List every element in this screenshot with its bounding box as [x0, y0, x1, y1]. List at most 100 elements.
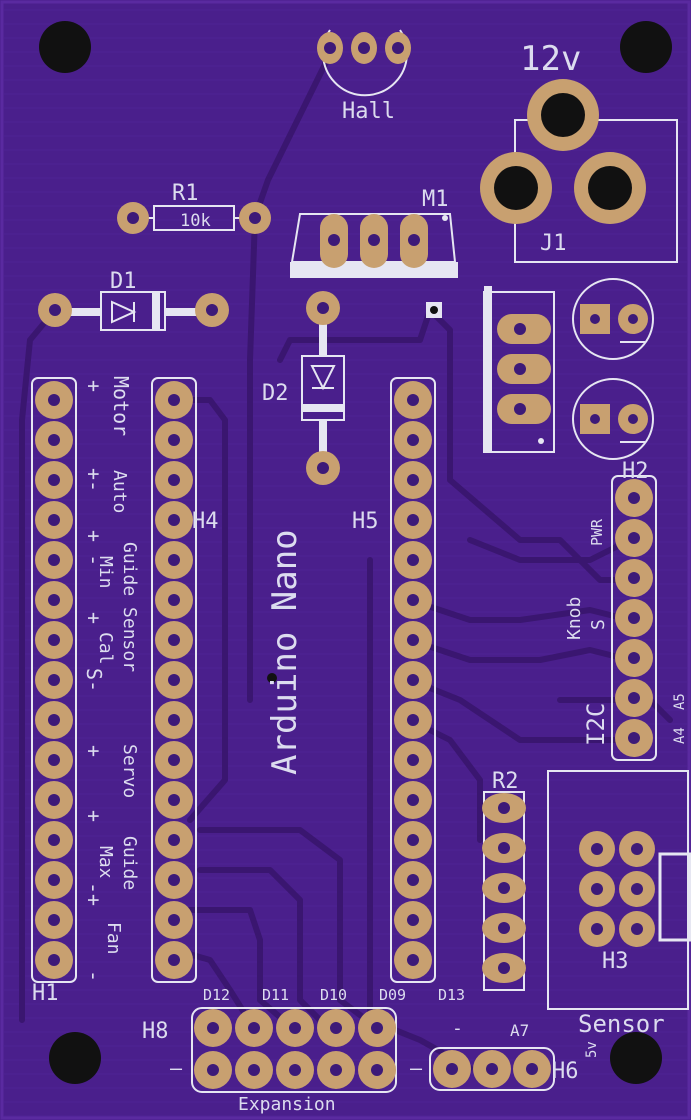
led-footprints [572, 278, 654, 460]
header-pin [35, 621, 73, 659]
header-pin [394, 541, 432, 579]
header-pin [394, 581, 432, 619]
expansion-pin [276, 1009, 314, 1047]
expansion-pin [276, 1051, 314, 1089]
header-h4 [151, 377, 197, 983]
resistor-pad [482, 833, 526, 863]
resistor-pad [482, 953, 526, 983]
a4-label: A4 [672, 727, 688, 744]
plus-label-1: + [82, 380, 106, 392]
resistor-pad [482, 913, 526, 943]
header-h1 [31, 377, 77, 983]
hall-sensor: Hall [317, 29, 411, 124]
d2-label: D2 [262, 381, 289, 406]
h6-dash-label: — [410, 1056, 423, 1080]
sensor-pin [619, 911, 655, 947]
header-pin [394, 381, 432, 419]
h4-label: H4 [192, 509, 219, 534]
plus-minus-label-1: +- [82, 468, 106, 492]
vias [267, 302, 442, 683]
cal-label: Cal [95, 632, 116, 665]
header-pin [394, 741, 432, 779]
header-pin [155, 701, 193, 739]
header-pin [35, 541, 73, 579]
expansion-pin [317, 1051, 355, 1089]
h6-pin [513, 1050, 551, 1088]
servo-label: Servo [119, 744, 140, 798]
header-pin [155, 661, 193, 699]
motor-label: Motor [109, 376, 133, 436]
header-pin [615, 679, 653, 717]
guide-label: Guide [119, 836, 140, 890]
header-pin [35, 941, 73, 979]
servo-connector [483, 286, 555, 453]
header-pin [394, 621, 432, 659]
h6-label: H6 [552, 1059, 579, 1084]
header-h6: - A7 — H6 [410, 1018, 579, 1091]
a7-label: A7 [510, 1021, 529, 1040]
sensor-pin [619, 871, 655, 907]
v12-label: 12v [520, 39, 581, 79]
i2c-label: I2C [582, 703, 610, 746]
header-pin [155, 901, 193, 939]
mounting-holes [39, 21, 672, 1084]
fan-label: Fan [103, 922, 124, 955]
header-pin [35, 581, 73, 619]
sensor-pin [579, 911, 615, 947]
header-r2 [482, 791, 526, 991]
header-pin [155, 941, 193, 979]
header-h2 [611, 475, 657, 761]
plus-label-4: + [82, 810, 106, 822]
max-label: Max [95, 846, 116, 879]
h8-label: H8 [142, 1019, 169, 1044]
header-pin [155, 501, 193, 539]
d11-label: D11 [262, 986, 289, 1004]
auto-label: Auto [109, 470, 130, 513]
header-pin [35, 821, 73, 859]
header-pin [394, 861, 432, 899]
header-pin [394, 461, 432, 499]
h2-label: H2 [622, 459, 649, 484]
expansion-pin [358, 1009, 396, 1047]
header-pin [615, 559, 653, 597]
expansion-pin [235, 1009, 273, 1047]
expansion-h8: H8 D12 D11 D10 D09 D13 — Expansion [142, 986, 465, 1115]
minus-label: - [82, 970, 106, 982]
sensor-pin [619, 831, 655, 867]
header-h5 [390, 377, 436, 983]
expansion-pin [235, 1051, 273, 1089]
header-pin [155, 861, 193, 899]
sensor-pin [579, 871, 615, 907]
expansion-pin [358, 1051, 396, 1089]
header-pin [394, 821, 432, 859]
header-pin [394, 501, 432, 539]
m1-label: M1 [422, 187, 449, 212]
s-label: S [588, 619, 609, 630]
knob-label: Knob [564, 597, 585, 640]
header-pin [155, 461, 193, 499]
s-minus-label: S- [82, 668, 106, 692]
guide-sensor-label: Guide Sensor [119, 542, 140, 672]
arduino-label: Arduino Nano [265, 529, 305, 775]
header-pin [35, 741, 73, 779]
sensor-pin [579, 831, 615, 867]
header-pin [35, 461, 73, 499]
header-pin [394, 701, 432, 739]
r2-label: R2 [492, 769, 519, 794]
expansion-label: Expansion [238, 1094, 336, 1115]
header-pin [394, 421, 432, 459]
header-pin [155, 381, 193, 419]
expansion-pin [194, 1009, 232, 1047]
h3-label: H3 [602, 949, 629, 974]
regulator-m1: M1 [290, 187, 458, 278]
header-pin [394, 661, 432, 699]
j1-label: J1 [540, 231, 567, 256]
header-pin [35, 421, 73, 459]
header-pin [394, 781, 432, 819]
header-pin [394, 941, 432, 979]
sensor-h3: H3 Sensor 5v [547, 770, 691, 1058]
a5-label: A5 [672, 693, 688, 710]
plus-label-3: + [82, 745, 106, 757]
h1-pin-labels: Motor Auto Guide Sensor Min Cal Servo Gu… [82, 376, 140, 982]
